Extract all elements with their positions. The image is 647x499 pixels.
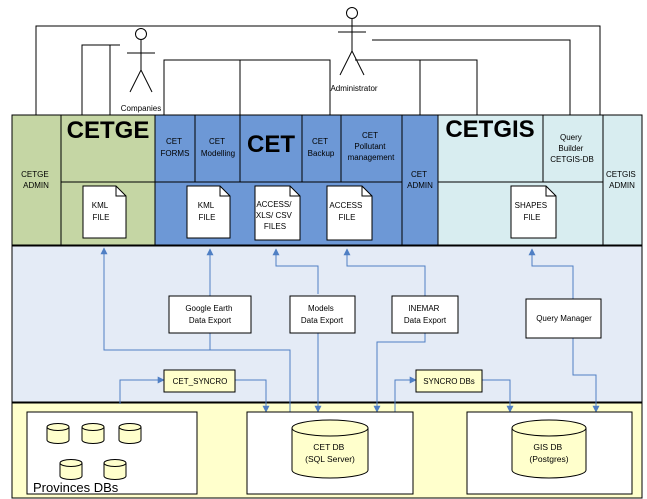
cetgis-title: CETGIS: [445, 116, 534, 143]
companies-label: Companies: [121, 104, 161, 113]
access-file-label: ACCESS FILE: [329, 201, 364, 222]
cet-db-label: CET DB (SQL Server): [305, 442, 355, 464]
google-earth-export-box[interactable]: [168, 295, 252, 334]
data-flow-arrows: [100, 247, 600, 413]
query-builder-label: Query Builder CETGIS-DB: [550, 133, 594, 164]
access-xls-csv-files-icon: [254, 185, 301, 241]
cet-backup-label: CET Backup: [308, 137, 335, 158]
provinces-dbs-label: Provinces DBs: [33, 480, 119, 495]
access-file-icon: [326, 185, 373, 241]
query-manager-box[interactable]: [525, 298, 602, 339]
syncro-dbs-label: SYNCRO DBs: [423, 377, 475, 386]
cet-admin-label: CET ADMIN: [407, 170, 433, 190]
actor-connectors: [35, 25, 601, 115]
cetgis-admin-label: CETGIS ADMIN: [606, 170, 638, 190]
models-export-label: Models Data Export: [301, 304, 344, 325]
cet-db-cylinder-icon: [291, 419, 369, 479]
cet-admin-panel[interactable]: [401, 114, 439, 246]
administrator-actor-icon: [338, 7, 366, 76]
cet-pollutant-label: CET Pollutant management: [348, 131, 395, 162]
inemar-export-label: INEMAR Data Export: [404, 304, 447, 325]
google-earth-export-label: Google Earth Data Export: [185, 304, 234, 325]
kml-file-cetge-icon: [82, 185, 127, 239]
syncro-dbs-box[interactable]: [415, 369, 483, 393]
cet-syncro-label: CET_SYNCRO: [173, 377, 228, 386]
kml-file-cet-icon: [186, 185, 231, 239]
inemar-export-box[interactable]: [391, 295, 459, 334]
cet-modelling-label: CET Modelling: [201, 137, 235, 158]
kml-file-cetge-label: KML FILE: [92, 201, 110, 222]
cetge-title: CETGE: [67, 117, 150, 144]
administrator-label: Administrator: [330, 84, 377, 93]
cet-title: CET: [247, 131, 295, 158]
kml-file-cet-label: KML FILE: [198, 201, 216, 222]
access-xls-csv-files-label: ACCESS/ XLS/ CSV FILES: [256, 200, 294, 231]
cetge-admin-label: CETGE ADMIN: [21, 170, 51, 190]
shapes-file-icon: [510, 185, 557, 239]
gis-db-label: GIS DB (Postgres): [529, 442, 568, 464]
cet-syncro-box[interactable]: [163, 369, 236, 393]
models-export-box[interactable]: [289, 295, 356, 334]
cetge-admin-panel[interactable]: [11, 114, 62, 246]
companies-actor-icon: [127, 28, 155, 93]
cet-forms-label: CET FORMS: [161, 137, 190, 158]
shapes-file-label: SHAPES FILE: [515, 201, 550, 222]
query-manager-label: Query Manager: [536, 314, 592, 323]
province-db-cylinder-icons: [46, 423, 142, 480]
cetgis-admin-panel[interactable]: [602, 114, 643, 246]
gis-db-cylinder-icon: [511, 419, 587, 479]
